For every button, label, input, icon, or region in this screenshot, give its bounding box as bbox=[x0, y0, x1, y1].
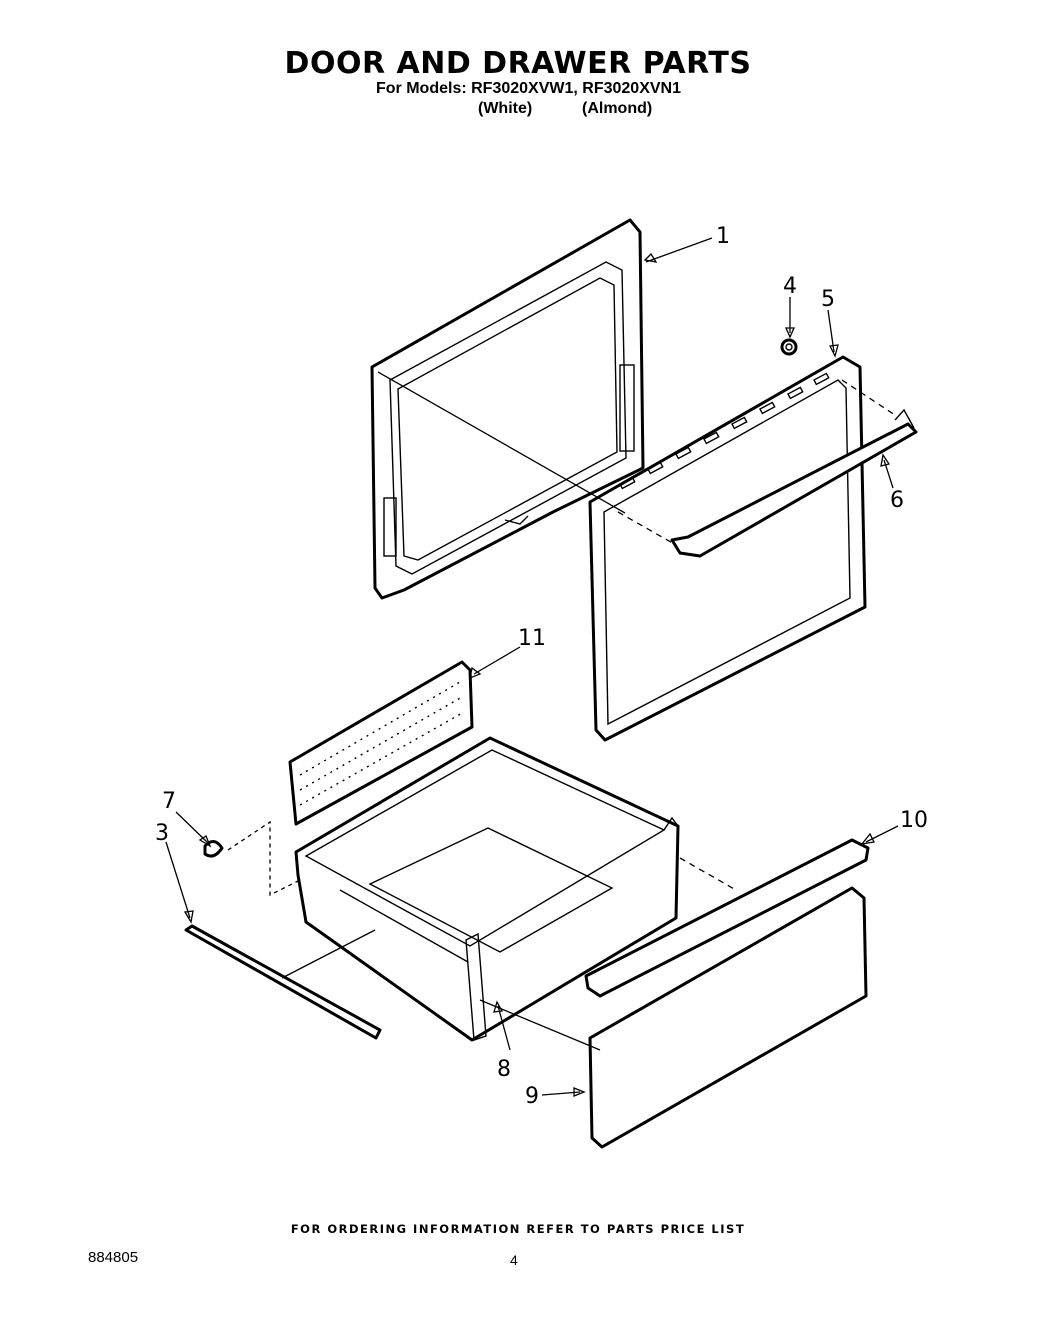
callout-5: 5 bbox=[821, 287, 835, 312]
color-white-label: (White) bbox=[478, 100, 533, 117]
color-almond-label: (Almond) bbox=[582, 100, 653, 117]
callout-8: 8 bbox=[497, 1057, 511, 1082]
page-title: DOOR AND DRAWER PARTS bbox=[284, 46, 752, 81]
callout-leaders bbox=[165, 237, 899, 1097]
callout-11: 11 bbox=[518, 626, 546, 651]
part-7-clip bbox=[203, 840, 224, 858]
part-8-drawer-body bbox=[294, 736, 680, 1042]
callout-9: 9 bbox=[525, 1084, 539, 1109]
model-numbers: For Models: RF3020XVW1, RF3020XVN1 bbox=[376, 80, 681, 97]
part-3-glide-strip bbox=[184, 924, 382, 1040]
callout-1: 1 bbox=[716, 224, 730, 249]
page-number: 4 bbox=[510, 1252, 518, 1268]
callout-6: 6 bbox=[890, 488, 904, 513]
callout-4: 4 bbox=[783, 274, 797, 299]
part-6-door-handle bbox=[670, 408, 918, 558]
callout-10: 10 bbox=[900, 808, 928, 833]
part-5-outer-door-panel bbox=[588, 355, 867, 742]
part-9-drawer-front bbox=[588, 886, 868, 1149]
part-11-insulation bbox=[288, 660, 474, 826]
callout-3: 3 bbox=[155, 821, 169, 846]
part-1-inner-door-panel bbox=[370, 218, 645, 600]
ordering-note: FOR ORDERING INFORMATION REFER TO PARTS … bbox=[290, 1222, 746, 1236]
callout-7: 7 bbox=[162, 789, 176, 814]
part-4-screw bbox=[780, 338, 798, 356]
part-10-drawer-rail bbox=[584, 838, 870, 998]
document-number: 884805 bbox=[88, 1249, 139, 1266]
